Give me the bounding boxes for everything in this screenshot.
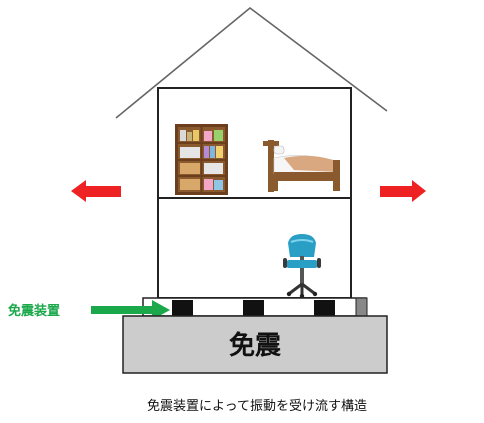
- isolator-block: [172, 300, 193, 316]
- caption: 免震装置によって振動を受け流す構造: [147, 399, 367, 414]
- isolator-block: [243, 300, 264, 316]
- sway-arrow-left: [71, 180, 121, 202]
- bookshelf-icon: [175, 124, 228, 195]
- office-chair-icon: [283, 234, 321, 299]
- bed-icon: [263, 140, 340, 192]
- base-block: [122, 315, 388, 374]
- device-label: 免震装置: [8, 303, 60, 319]
- isolator-block: [314, 300, 335, 316]
- corner-damper: [355, 297, 368, 317]
- roof: [115, 6, 388, 119]
- device-pointer-arrow: [91, 300, 170, 320]
- sway-arrow-right: [380, 180, 426, 202]
- base-label: 免震: [229, 330, 282, 361]
